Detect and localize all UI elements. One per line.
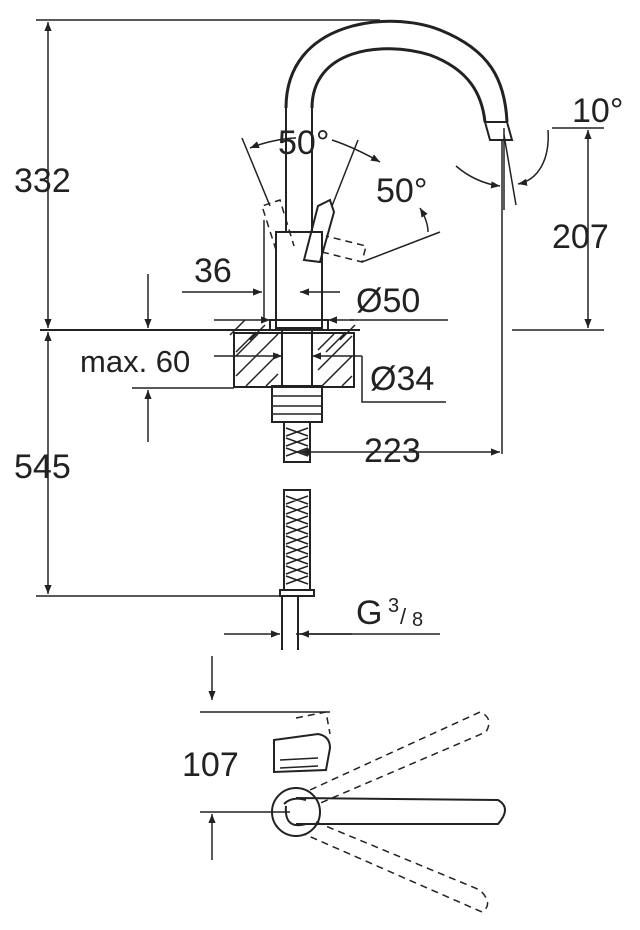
- spout-inner: [310, 47, 487, 123]
- countertop: [40, 319, 360, 388]
- dimension-labels: 332 545 50° 50° 10° 207 36 Ø50 max. 60 Ø…: [14, 92, 623, 784]
- faucet-body: [275, 231, 323, 329]
- plan-spout-center: [295, 797, 506, 825]
- faucet-elevation: [261, 19, 514, 650]
- label-swivel-left: 50°: [278, 124, 329, 162]
- lever-left-position: [261, 199, 295, 251]
- label-10-deg: 10°: [572, 92, 623, 130]
- faucet-plan-view: [200, 656, 506, 913]
- label-107: 107: [182, 746, 239, 784]
- spout-outer: [284, 19, 509, 123]
- label-207: 207: [552, 218, 609, 256]
- label-thread-den: 8: [412, 609, 423, 631]
- plan-lever: [273, 732, 332, 774]
- label-diameter-50: Ø50: [356, 282, 420, 320]
- spout-outlet: [483, 121, 514, 141]
- dimension-lines: [36, 19, 604, 638]
- label-thread-num: 3: [388, 595, 399, 617]
- plan-spout-right: [303, 821, 489, 913]
- label-thread-slash: /: [400, 604, 407, 629]
- plan-base: [271, 787, 321, 837]
- label-223: 223: [364, 432, 421, 470]
- label-36: 36: [194, 252, 232, 290]
- lever-right-position: [321, 235, 367, 263]
- label-545: 545: [14, 448, 71, 486]
- plan-spout-left: [309, 711, 490, 805]
- label-swivel-right: 50°: [376, 172, 427, 210]
- label-332: 332: [14, 162, 71, 200]
- label-thread-g: G: [356, 594, 382, 632]
- shank: [281, 329, 313, 387]
- countertop-hatching: [235, 333, 353, 387]
- mounting-nut: [271, 385, 323, 423]
- label-max-60: max. 60: [80, 344, 190, 379]
- label-diameter-34: Ø34: [370, 360, 434, 398]
